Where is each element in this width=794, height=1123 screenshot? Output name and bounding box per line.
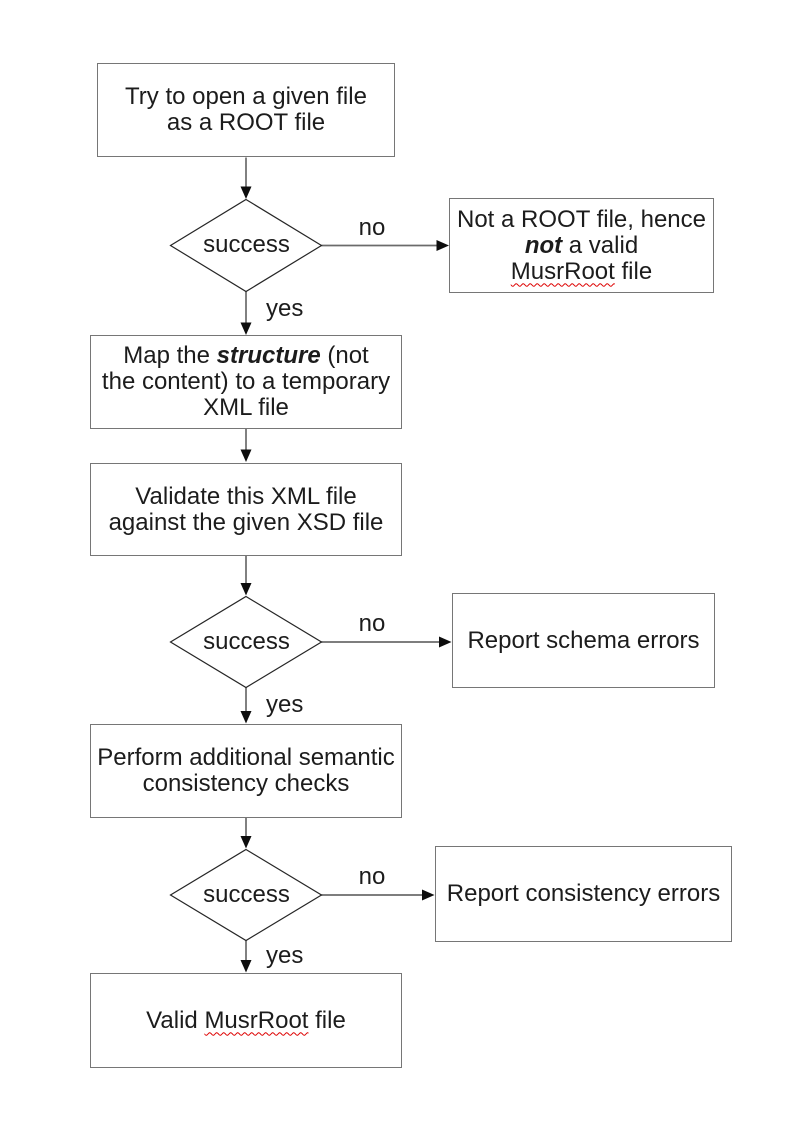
valid-box-prefix: Valid [146, 1006, 205, 1034]
map-box-line1-suffix: (not [320, 342, 369, 369]
map-box-emphasis: structure [216, 342, 321, 369]
decision-2-no-label: no [358, 610, 386, 637]
decision-3-yes-label: yes [266, 942, 304, 969]
start-box-line2: as a ROOT file [166, 109, 326, 136]
arrow-start-to-decision1-head [240, 186, 252, 199]
decision-1-diamond [169, 198, 323, 293]
arrow-map-to-validate-head [240, 449, 252, 462]
not-root-box-line2-rest: a valid [562, 231, 639, 259]
schema-errors-box-label: Report schema errors [467, 626, 700, 654]
arrow-semantic-to-decision3-head [240, 836, 252, 849]
consistency-errors-box-label: Report consistency errors [446, 880, 721, 907]
decision-2-diamond [169, 595, 323, 689]
map-box-line1-prefix: Map the [123, 342, 217, 369]
connector-lines [245, 157, 439, 960]
valid-box: Valid MusrRoot file [90, 973, 402, 1068]
validate-box-line2: against the given XSD file [108, 508, 384, 536]
arrowheads [240, 186, 452, 973]
decision-1-yes-label: yes [266, 295, 304, 322]
not-root-box-line3-rest: file [614, 257, 653, 285]
arrow-decision3-yes-head [240, 960, 252, 973]
decision-2-yes-label: yes [266, 691, 304, 718]
decision-1-no-label: no [358, 214, 386, 241]
valid-box-misspelled-word: MusrRoot [204, 1006, 309, 1034]
not-root-box: Not a ROOT file, hence not a valid MusrR… [449, 198, 714, 293]
map-box-line3: XML file [203, 394, 289, 421]
map-box: Map the structure (not the content) to a… [90, 335, 402, 429]
arrow-decision2-no-head [439, 636, 452, 648]
arrow-decision1-yes-head [240, 322, 252, 335]
decision-3-no-label: no [358, 863, 386, 890]
valid-box-label: Valid MusrRoot file [146, 1006, 346, 1034]
not-root-box-line3: MusrRoot file [510, 257, 653, 285]
start-box-line1: Try to open a given file [125, 83, 367, 110]
semantic-box-line2: consistency checks [142, 770, 350, 797]
decision-diamonds [169, 198, 323, 942]
validate-box-line1: Validate this XML file [135, 482, 357, 510]
not-root-box-misspelled-word: MusrRoot [510, 257, 615, 285]
arrow-decision3-no-head [422, 889, 435, 901]
validate-box: Validate this XML file against the given… [90, 463, 402, 556]
schema-errors-box: Report schema errors [452, 593, 715, 688]
decision-3-label: success [203, 881, 290, 908]
decision-2-label: success [203, 628, 290, 655]
not-root-box-line2: not a valid [524, 231, 639, 259]
decision-3-diamond [169, 848, 323, 942]
semantic-box: Perform additional semantic consistency … [90, 724, 402, 818]
consistency-errors-box: Report consistency errors [435, 846, 732, 942]
semantic-box-line1: Perform additional semantic [97, 744, 395, 771]
not-root-box-emphasis: not [524, 231, 563, 259]
not-root-box-line1: Not a ROOT file, hence [457, 205, 706, 233]
arrow-decision1-no-head [436, 240, 449, 251]
arrow-decision2-yes-head [240, 711, 252, 724]
map-box-line1: Map the structure (not [123, 343, 368, 369]
map-box-line2: the content) to a temporary [101, 368, 391, 395]
decision-1-label: success [203, 231, 290, 258]
start-box: Try to open a given file as a ROOT file [97, 63, 395, 157]
valid-box-rest: file [308, 1006, 346, 1034]
arrow-validate-to-decision2-head [240, 583, 252, 596]
